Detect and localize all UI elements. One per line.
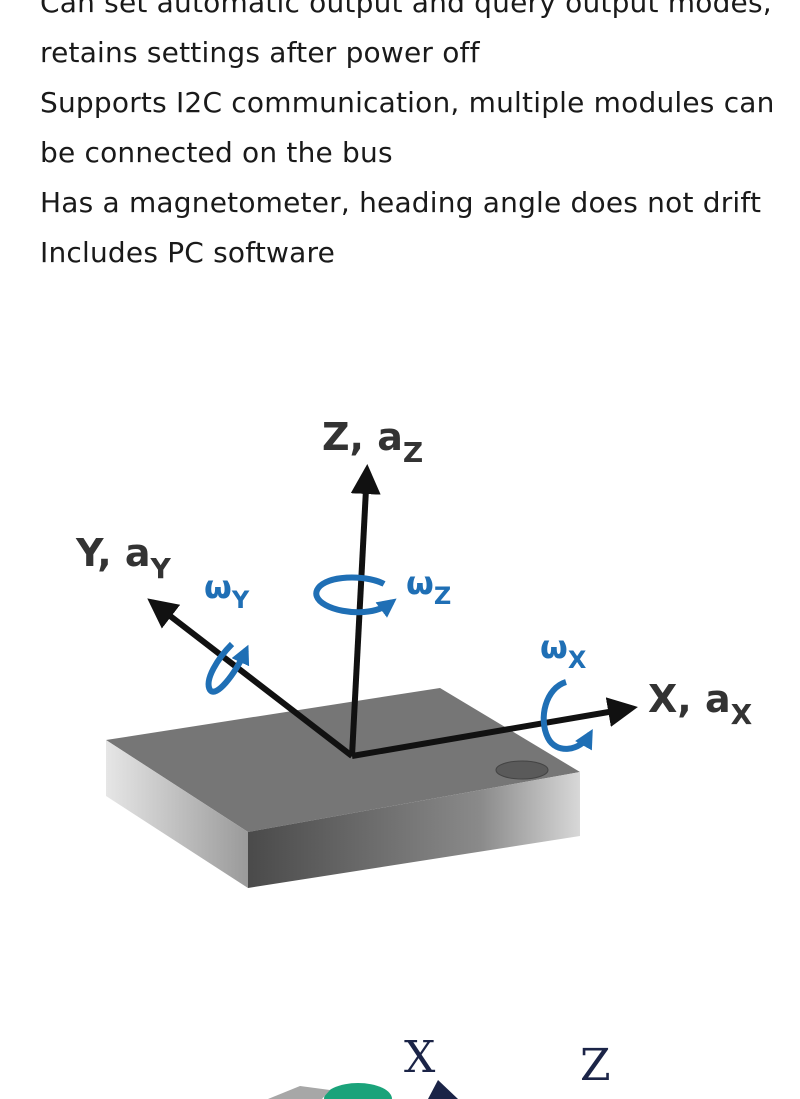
bottom-z-label: Z bbox=[580, 1040, 611, 1091]
bottom-arrow-tip bbox=[428, 1080, 458, 1099]
z-axis-label: Z, aZ bbox=[322, 415, 423, 469]
chip-left-side bbox=[106, 740, 248, 888]
omega-y-label: ωY bbox=[204, 568, 250, 614]
feature-item: Has a magnetometer, heading angle does n… bbox=[40, 186, 762, 219]
rotation-x-arrow bbox=[540, 679, 593, 752]
x-axis-arrow bbox=[351, 697, 638, 759]
rotation-y-arrow bbox=[205, 641, 250, 695]
chip-pin1-dot bbox=[495, 760, 549, 780]
chip-front bbox=[248, 772, 580, 888]
y-axis-arrow bbox=[147, 598, 354, 759]
feature-list: Can set automatic output and query outpu… bbox=[40, 0, 780, 278]
omega-x-label: ωX bbox=[540, 628, 587, 674]
axis-diagram: Z, aZ Y, aY X, aX ωY ωZ ωX bbox=[0, 372, 800, 984]
feature-item: Supports I2C communication, multiple mod… bbox=[40, 86, 775, 169]
feature-item: Includes PC software bbox=[40, 236, 335, 269]
y-axis-label: Y, aY bbox=[75, 531, 172, 585]
feature-item: Can set automatic output and query outpu… bbox=[40, 0, 772, 69]
chip bbox=[106, 688, 580, 888]
bottom-diagram-partial: X Z bbox=[0, 1000, 800, 1099]
axis-diagram-svg: Z, aZ Y, aY X, aX ωY ωZ ωX bbox=[75, 415, 753, 888]
bottom-board-edge bbox=[268, 1086, 330, 1099]
x-axis-label: X, aX bbox=[648, 677, 753, 731]
rotation-z-arrow bbox=[313, 574, 397, 618]
bottom-x-label: X bbox=[404, 1032, 436, 1083]
chip-top bbox=[106, 688, 580, 832]
omega-z-label: ωZ bbox=[406, 564, 451, 610]
bottom-green-part bbox=[324, 1083, 392, 1099]
bottom-diagram-svg: X Z bbox=[268, 1032, 611, 1099]
